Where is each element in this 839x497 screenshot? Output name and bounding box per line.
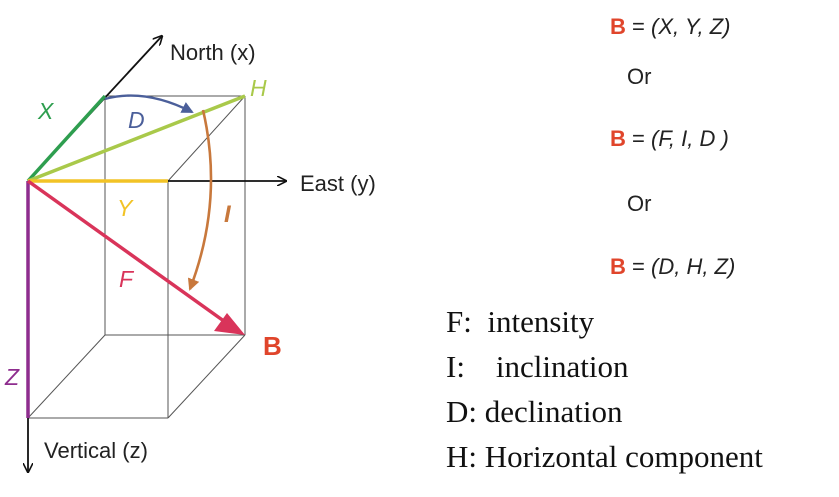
east-axis-label: East (y) [300, 171, 376, 196]
equation-equals: = [632, 126, 645, 151]
equation-b: B [610, 254, 626, 279]
legend-inclination: I: inclination [446, 349, 629, 384]
legend-declination: D: declination [446, 394, 623, 429]
f-vector-arrowhead [214, 313, 245, 335]
equation-body: (F, I, D ) [651, 126, 729, 151]
equation-b: B [610, 126, 626, 151]
equation-body: (X, Y, Z) [651, 14, 731, 39]
z-label: Z [4, 364, 20, 390]
x-label: X [37, 98, 55, 124]
equation-xyz: B = (X, Y, Z) [610, 14, 730, 40]
h-label: H [250, 75, 267, 101]
h-component-line [27, 94, 246, 183]
declination-arc [104, 94, 194, 114]
or-text-2: Or [627, 191, 652, 216]
legend-intensity: F: intensity [446, 304, 595, 339]
y-label: Y [117, 195, 134, 221]
equation-b: B [610, 14, 626, 39]
d-label: D [128, 107, 145, 133]
equation-equals: = [632, 14, 645, 39]
equation-equals: = [632, 254, 645, 279]
north-axis-label: North (x) [170, 40, 256, 65]
f-label: F [119, 266, 135, 292]
b-label: B [263, 331, 282, 361]
equation-dhz: B = (D, H, Z) [610, 254, 735, 280]
vertical-axis-label: Vertical (z) [44, 438, 148, 463]
inclination-arc [187, 109, 213, 291]
or-text-1: Or [627, 64, 652, 89]
f-vector-line [26, 179, 230, 326]
i-label: I [224, 201, 232, 228]
box-wireframe [27, 95, 246, 419]
legend-horizontal: H: Horizontal component [446, 439, 763, 474]
equation-body: (D, H, Z) [651, 254, 736, 279]
x-component-line [26, 94, 107, 183]
equation-fid: B = (F, I, D ) [610, 126, 729, 152]
